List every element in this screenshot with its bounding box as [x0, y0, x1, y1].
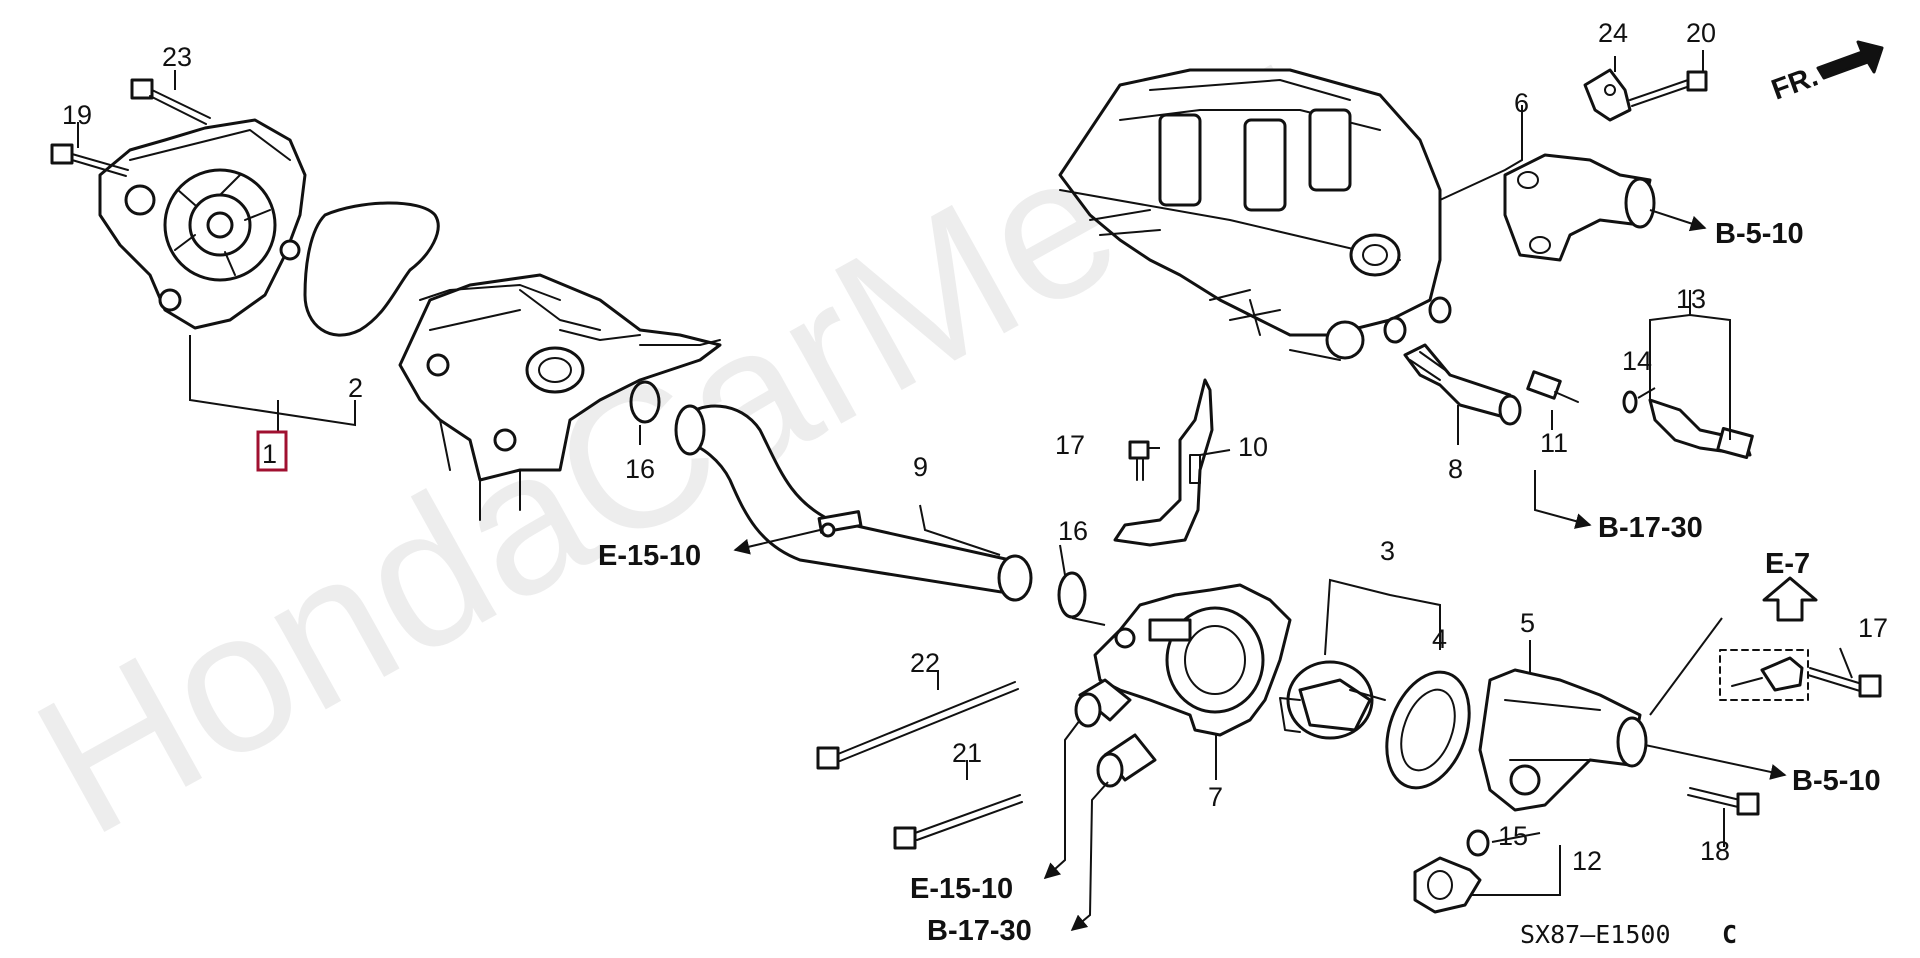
connecting-pipe-9[interactable]: [674, 404, 1033, 602]
part-number-17-upper[interactable]: 17: [1055, 430, 1085, 460]
part-number-18[interactable]: 18: [1700, 836, 1730, 866]
ref-b-5-10-right[interactable]: B-5-10: [1792, 765, 1881, 797]
bolt-17-upper[interactable]: [1128, 440, 1150, 481]
part-number-15[interactable]: 15: [1498, 821, 1528, 851]
diagram-code: SX87—E1500: [1520, 920, 1671, 949]
part-number-12[interactable]: 12: [1572, 846, 1602, 876]
part-number-labels: 1 2 3 4 5 6 7 8 9 10 11 12 13 14 15 16 1…: [62, 18, 1888, 876]
part-number-8[interactable]: 8: [1448, 454, 1463, 484]
revision-mark: C: [1722, 920, 1737, 949]
bolt-23[interactable]: [130, 78, 211, 125]
part-number-22[interactable]: 22: [910, 648, 940, 678]
o-ring-16-left[interactable]: [629, 380, 661, 424]
bolt-18[interactable]: [1687, 787, 1760, 816]
part-number-13[interactable]: 13: [1676, 284, 1706, 314]
part-number-20[interactable]: 20: [1686, 18, 1716, 48]
e7-bracket-detail: [1719, 649, 1809, 701]
water-outlet-6[interactable]: [1503, 153, 1656, 262]
gasket-4[interactable]: [1372, 661, 1484, 800]
switch-12[interactable]: [1413, 856, 1482, 914]
ref-e-15-10-left[interactable]: E-15-10: [598, 540, 701, 572]
up-arrow-e7: [1762, 576, 1818, 622]
part-number-6[interactable]: 6: [1514, 88, 1529, 118]
part-number-24[interactable]: 24: [1598, 18, 1628, 48]
thermostat-3[interactable]: [1279, 660, 1386, 740]
part-number-17-right[interactable]: 17: [1858, 613, 1888, 643]
highlight-box-part-1: [256, 430, 288, 472]
ref-e-7[interactable]: E-7: [1765, 548, 1810, 580]
bolt-19[interactable]: [50, 143, 129, 177]
part-number-1[interactable]: 1: [262, 439, 277, 469]
sensor-11[interactable]: [1526, 370, 1579, 403]
part-number-23[interactable]: 23: [162, 42, 192, 72]
bolt-17-right[interactable]: [1807, 667, 1882, 698]
ref-b-5-10-top[interactable]: B-5-10: [1715, 218, 1804, 250]
part-number-16-left[interactable]: 16: [625, 454, 655, 484]
front-direction-label: FR.: [1767, 61, 1822, 107]
engine-block: [398, 273, 722, 521]
ref-b-17-30-middle[interactable]: B-17-30: [1598, 512, 1703, 544]
part-number-14[interactable]: 14: [1622, 346, 1652, 376]
bracket-10[interactable]: [1113, 378, 1214, 547]
part-number-16-right[interactable]: 16: [1058, 516, 1088, 546]
part-number-3[interactable]: 3: [1380, 536, 1395, 566]
ref-b-17-30-bottom[interactable]: B-17-30: [927, 915, 1032, 947]
part-number-4[interactable]: 4: [1432, 624, 1447, 654]
bolt-22[interactable]: [816, 681, 1019, 770]
part-number-2[interactable]: 2: [348, 373, 363, 403]
water-pump[interactable]: [98, 118, 307, 330]
part-number-11[interactable]: 11: [1540, 428, 1568, 458]
part-number-7[interactable]: 7: [1208, 782, 1223, 812]
part-number-21[interactable]: 21: [952, 738, 982, 768]
thermostat-cover-5[interactable]: [1478, 668, 1648, 812]
leader-lines: [77, 50, 1853, 932]
bolt-20[interactable]: [1629, 70, 1708, 107]
part-number-19[interactable]: 19: [62, 100, 92, 130]
bolt-8[interactable]: [1403, 343, 1522, 426]
washer-14[interactable]: [1622, 390, 1638, 414]
water-passage-7[interactable]: [1074, 583, 1292, 788]
o-ring-16-right[interactable]: [1057, 571, 1087, 619]
part-number-9[interactable]: 9: [913, 452, 928, 482]
sensor-13[interactable]: [1648, 398, 1754, 460]
part-number-5[interactable]: 5: [1520, 608, 1535, 638]
part-number-10[interactable]: 10: [1238, 432, 1268, 462]
washer-15[interactable]: [1466, 829, 1490, 857]
front-direction-indicator: FR.: [1767, 40, 1884, 107]
bracket-24[interactable]: [1583, 68, 1632, 122]
cylinder-head: [1058, 68, 1452, 361]
reference-labels: B-5-10 B-17-30 E-15-10 E-7 B-5-10 E-15-1…: [598, 218, 1881, 947]
bolt-21[interactable]: [893, 794, 1023, 850]
gasket-2[interactable]: [303, 201, 440, 337]
ref-e-15-10-bottom[interactable]: E-15-10: [910, 873, 1013, 905]
